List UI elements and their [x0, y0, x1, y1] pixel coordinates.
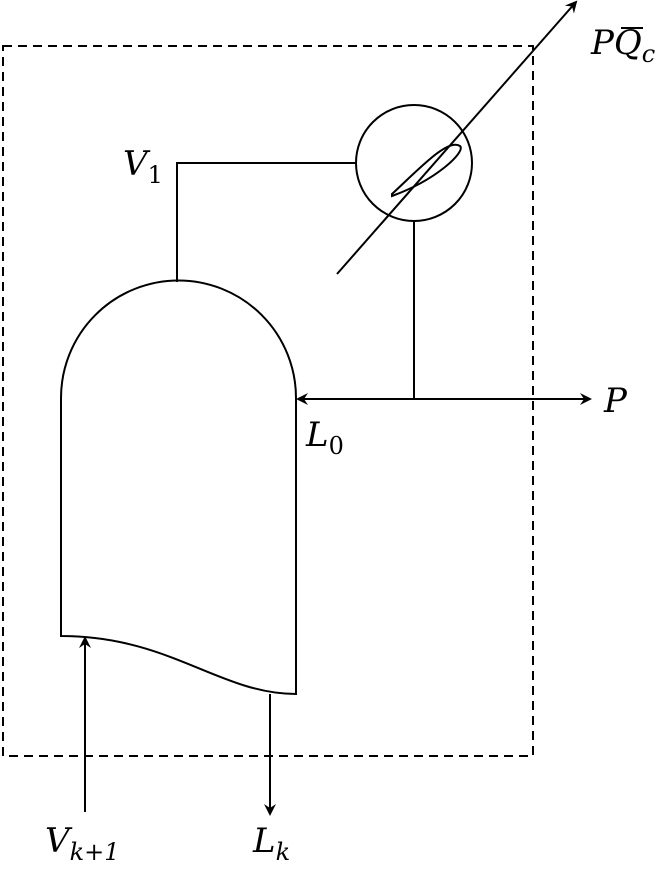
control-volume-boundary — [2, 45, 534, 757]
condenser-coil-icon — [391, 143, 462, 198]
column-vessel — [60, 279, 297, 696]
overhead-vapor-label: V1 — [123, 144, 163, 189]
condenser-circle — [355, 104, 473, 222]
heat-duty-label: PQc — [590, 23, 655, 68]
heat-removal-arrow — [336, 0, 578, 275]
liquid-outlet-label: Lk — [252, 821, 290, 866]
vapor-inlet-label: Vk+1 — [45, 821, 119, 866]
vapor-overhead-line — [176, 162, 357, 282]
reflux-label: L0 — [305, 415, 344, 460]
product-label: P — [603, 381, 628, 421]
